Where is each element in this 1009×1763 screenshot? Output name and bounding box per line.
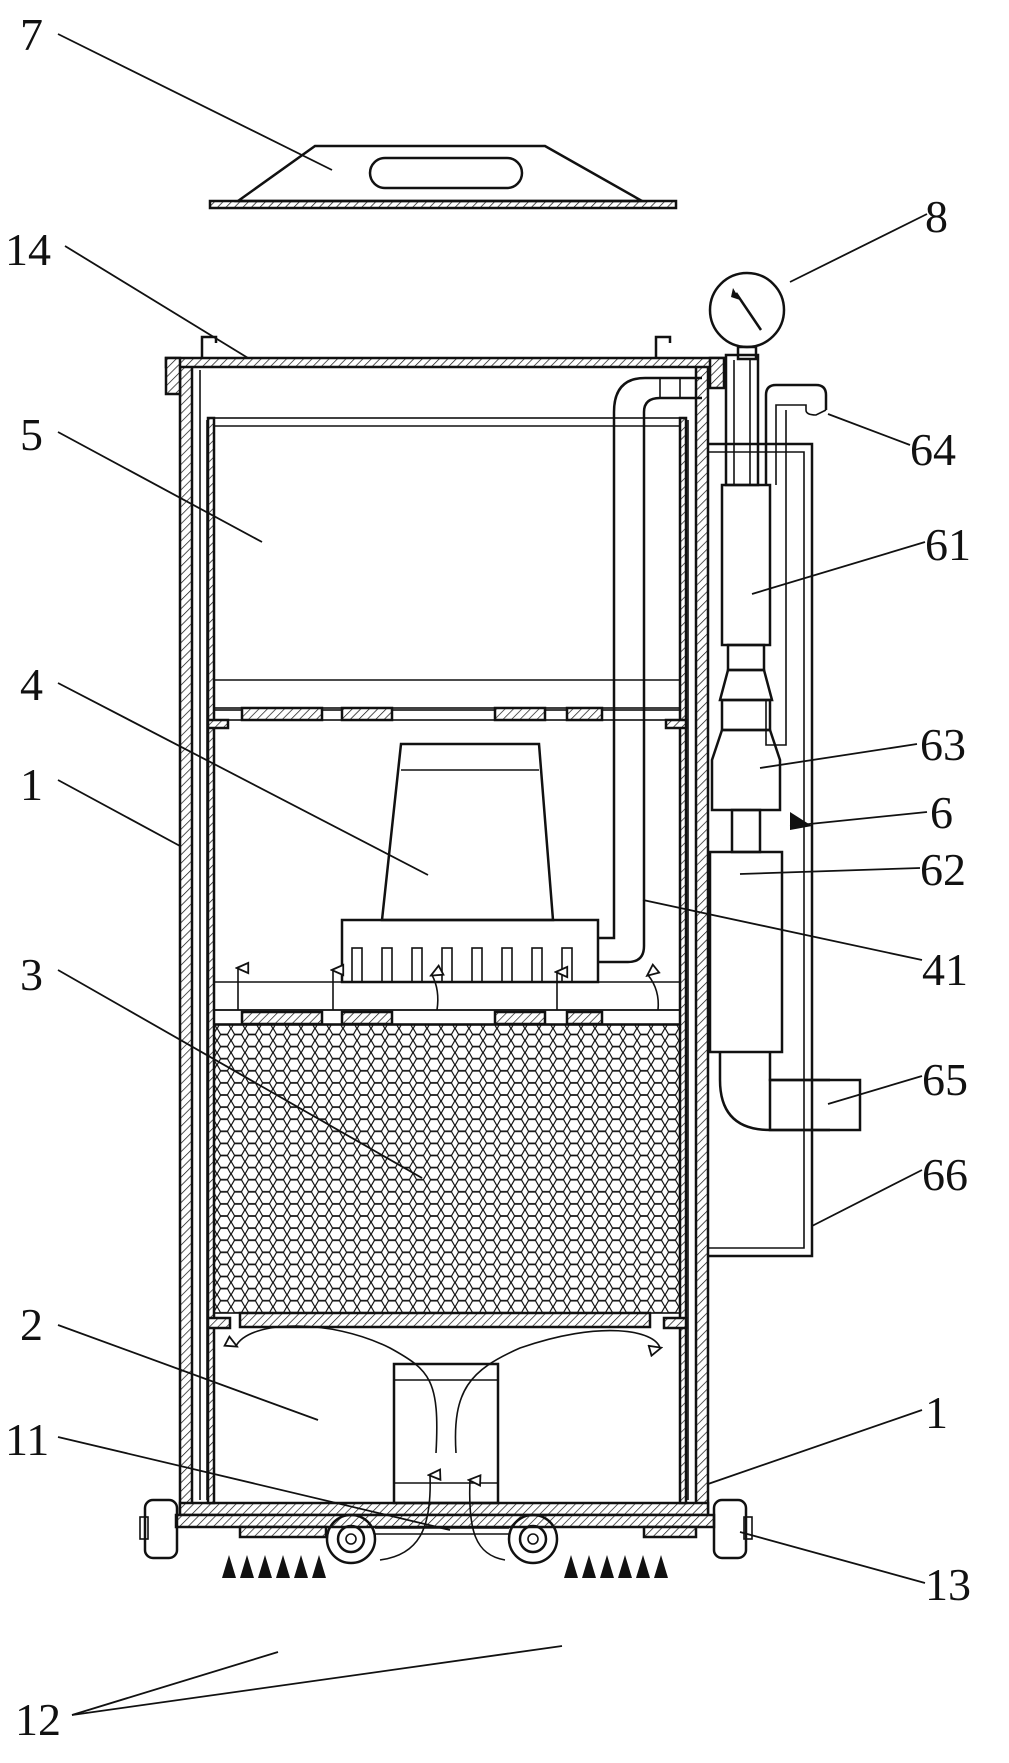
label-6: 6 <box>930 787 953 838</box>
label-62: 62 <box>920 844 966 895</box>
label-11: 11 <box>5 1414 49 1465</box>
label-14: 14 <box>5 224 51 275</box>
lid <box>208 144 678 210</box>
inlet-duct <box>392 1362 500 1505</box>
label-63: 63 <box>920 719 966 770</box>
label-12: 12 <box>15 1694 61 1745</box>
label-64: 64 <box>910 424 956 475</box>
label-66: 66 <box>922 1149 968 1200</box>
label-7: 7 <box>20 9 43 60</box>
label-5: 5 <box>20 409 43 460</box>
label-13: 13 <box>925 1559 971 1610</box>
side-unit <box>708 353 862 1258</box>
label-8: 8 <box>925 191 948 242</box>
outer-casing <box>164 335 726 1529</box>
fan-motor <box>340 376 702 984</box>
label-65: 65 <box>922 1054 968 1105</box>
label-41: 41 <box>922 944 968 995</box>
label-1-lower: 1 <box>925 1387 948 1438</box>
pressure-gauge <box>708 271 786 361</box>
label-2: 2 <box>20 1299 43 1350</box>
label-61: 61 <box>925 519 971 570</box>
label-4: 4 <box>20 659 43 710</box>
label-1-upper: 1 <box>20 759 43 810</box>
label-3: 3 <box>20 949 43 1000</box>
inner-chambers <box>206 416 688 1505</box>
airflow-arrows <box>236 968 660 1561</box>
reference-numerals: 7 14 8 5 64 61 4 63 1 6 62 41 3 65 66 2 … <box>5 9 971 1745</box>
leader-lines <box>57 33 928 1716</box>
